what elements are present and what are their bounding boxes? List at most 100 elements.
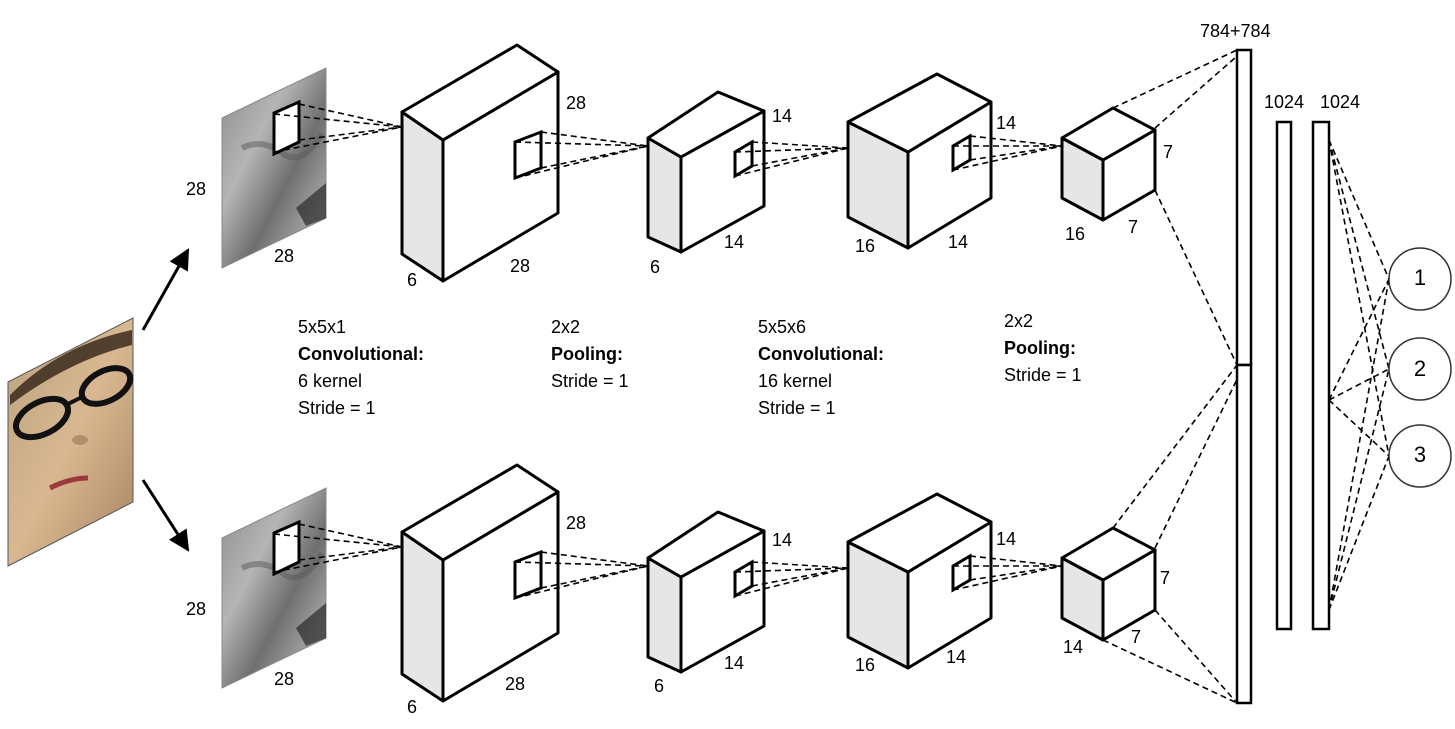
concat-layer-bottom-half (1235, 363, 1253, 705)
bottom-pool2-depth-label: 14 (1063, 637, 1084, 657)
bottom-conv1-window (513, 549, 543, 601)
conv1-size: 5x5x1 (298, 317, 347, 337)
pool2-description: 2x2 Pooling: Stride = 1 (1004, 308, 1082, 389)
top-fan-conv1-3 (514, 145, 649, 179)
conv2-name: Convolutional: (758, 344, 884, 364)
top-fan-input-3 (273, 126, 403, 153)
bottom-conv1-box-top-face (400, 463, 560, 562)
arrow-to-top-input (141, 248, 190, 331)
fc2-layer (1311, 120, 1331, 631)
bottom-fan-conv1-1 (540, 565, 649, 589)
top-conv2-height-label: 14 (996, 113, 1017, 133)
bottom-fan-pool1-0 (751, 561, 849, 569)
pool1-size: 2x2 (551, 317, 581, 337)
bottom-input-depth-texture (240, 551, 325, 581)
bottom-conv1-depth-label: 6 (407, 697, 418, 717)
top-conv1-window (513, 129, 543, 181)
input-depth-map-top (221, 67, 327, 269)
top-conv2-depth-label: 16 (855, 236, 876, 256)
bottom-conv1-width-label: 28 (505, 674, 526, 694)
fc2-to-output-2-1 (1328, 368, 1390, 401)
bottom-input-receptive-window (272, 519, 301, 577)
concat-layer-label: 784+784 (1200, 21, 1271, 41)
output-node-label-3: 3 (1413, 442, 1427, 467)
top-conv1-box-top-face (400, 43, 560, 142)
top-conv2-width-label: 14 (948, 232, 969, 252)
bottom-fan-pool1-1 (751, 567, 849, 587)
conv1-kernels: 6 kernel (298, 371, 363, 391)
top-pool2-depth-label: 16 (1065, 224, 1086, 244)
top-pool2-width-label: 7 (1128, 217, 1139, 237)
pool1-name: Pooling: (551, 344, 623, 364)
fc2-to-output-1-0 (1328, 139, 1390, 280)
top-fan-conv2-1 (969, 145, 1063, 161)
top-fan-conv2-0 (969, 135, 1063, 147)
connection-lines (273, 49, 1390, 704)
top-pool1-height-label: 14 (772, 106, 793, 126)
bottom-fan-pool1-2 (734, 567, 849, 573)
top-fan-input-1 (298, 126, 403, 141)
top-fan-pool1-1 (751, 147, 849, 167)
top-pool2-height-label: 7 (1163, 142, 1174, 162)
conv1-stride: Stride = 1 (298, 398, 376, 418)
bottom-conv1-height-label: 28 (566, 513, 587, 533)
top-fan-input-0 (298, 103, 403, 128)
fc2-to-output-1-2 (1328, 278, 1390, 611)
top-fan-pool1-0 (751, 141, 849, 149)
bottom-input-height-label: 28 (186, 599, 207, 619)
top-fan-conv2-3 (952, 145, 1063, 171)
bottom-fan-conv2-3 (952, 565, 1063, 591)
pool1-description: 2x2 Pooling: Stride = 1 (551, 314, 629, 395)
bottom-pool2-to-concat-a (1112, 364, 1238, 529)
top-fan-pool1-2 (734, 147, 849, 153)
pool2-name: Pooling: (1004, 338, 1076, 358)
top-input-width-label: 28 (274, 246, 295, 266)
fc2-layer-label: 1024 (1320, 92, 1361, 112)
conv2-stride: Stride = 1 (758, 398, 836, 418)
bottom-pool2-height-label: 7 (1160, 568, 1171, 588)
bottom-fan-conv2-1 (969, 565, 1063, 581)
top-pool2-box-top-face (1060, 106, 1157, 162)
bottom-input-width-label: 28 (274, 669, 295, 689)
top-pool1-box-top-face (646, 90, 766, 159)
bottom-pool2-box-top-face (1060, 526, 1157, 582)
top-input-receptive-window (272, 99, 301, 157)
pool2-stride: Stride = 1 (1004, 365, 1082, 385)
top-input-depth-shadow (296, 183, 326, 226)
bottom-pool2-to-concat-d (1154, 609, 1238, 704)
output-node-label-2: 2 (1413, 356, 1427, 381)
top-fan-conv1-0 (540, 131, 649, 147)
bottom-conv2-height-label: 14 (996, 529, 1017, 549)
fc2-to-output-2-0 (1328, 139, 1390, 370)
fully-connected-layers (1235, 48, 1331, 705)
conv1-name: Convolutional: (298, 344, 424, 364)
bottom-pool1-width-label: 14 (724, 653, 745, 673)
bottom-input-depth-shadow (296, 603, 326, 646)
bottom-conv2-width-label: 14 (946, 647, 967, 667)
fc2-to-output-1-1 (1328, 278, 1390, 401)
top-conv1-height-label: 28 (566, 93, 587, 113)
conv1-description: 5x5x1 Convolutional: 6 kernel Stride = 1 (298, 314, 424, 422)
bottom-conv2-box-top-face (846, 492, 993, 574)
bottom-pool1-depth-label: 6 (654, 676, 665, 696)
top-pool1-depth-label: 6 (650, 257, 661, 277)
concat-layer-top-half (1235, 48, 1253, 367)
bottom-pool2-to-concat-c (1102, 639, 1238, 704)
top-input-depth-patch (221, 67, 327, 269)
bottom-pool2-to-concat-b (1154, 364, 1245, 549)
top-fan-conv1-2 (514, 141, 649, 147)
bottom-fan-conv1-3 (514, 565, 649, 599)
top-fan-input-2 (273, 113, 403, 128)
bottom-pool1-height-label: 14 (772, 530, 793, 550)
top-pool2-to-concat-b (1154, 49, 1245, 129)
top-conv2-box-top-face (846, 72, 993, 154)
output-node-1 (1388, 247, 1452, 311)
fc1-layer (1275, 120, 1293, 631)
feature-map-cubes (400, 43, 1157, 703)
bottom-pool1-box-top-face (646, 510, 766, 579)
output-nodes (1388, 247, 1452, 488)
conv2-size: 5x5x6 (758, 317, 807, 337)
bottom-fan-conv1-2 (514, 561, 649, 567)
